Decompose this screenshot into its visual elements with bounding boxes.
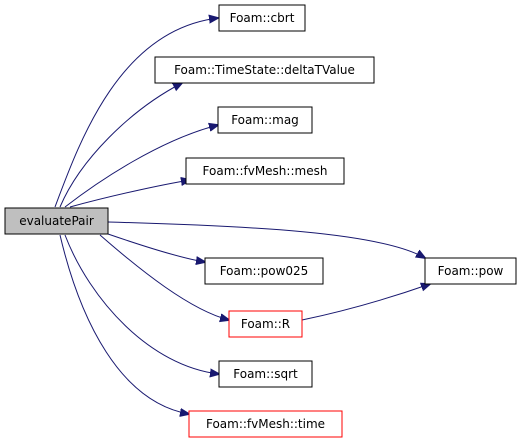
node-pow025[interactable]: Foam::pow025 — [204, 257, 324, 285]
edge-evaluatePair-to-deltaTValue — [59, 83, 182, 208]
node-time[interactable]: Foam::fvMesh::time — [188, 410, 343, 438]
node-box — [424, 257, 517, 285]
node-cbrt[interactable]: Foam::cbrt — [218, 4, 306, 32]
node-label: Foam::cbrt — [230, 11, 295, 25]
edge-evaluatePair-to-R — [99, 234, 229, 320]
edge-evaluatePair-to-mag — [64, 125, 218, 208]
node-label: Foam::pow025 — [220, 264, 309, 278]
node-box — [185, 157, 345, 185]
node-label: Foam::fvMesh::time — [206, 417, 325, 431]
node-pow[interactable]: Foam::pow — [424, 257, 517, 285]
node-box — [218, 360, 313, 388]
edges-layer — [54, 18, 430, 414]
node-box — [188, 410, 343, 438]
node-box — [204, 257, 324, 285]
edge-evaluatePair-to-pow — [107, 221, 425, 258]
edge-evaluatePair-to-time — [59, 234, 189, 414]
node-box — [217, 106, 313, 134]
node-sqrt[interactable]: Foam::sqrt — [218, 360, 313, 388]
node-mag[interactable]: Foam::mag — [217, 106, 313, 134]
node-box — [154, 56, 375, 84]
node-box — [218, 4, 306, 32]
node-evaluatePair[interactable]: evaluatePair — [4, 207, 109, 235]
edge-R-to-pow — [301, 284, 430, 321]
node-label: Foam::sqrt — [233, 367, 298, 381]
node-label: Foam::pow — [438, 264, 504, 278]
node-R[interactable]: Foam::R — [228, 310, 303, 338]
edge-evaluatePair-to-mesh — [69, 180, 190, 208]
edge-evaluatePair-to-pow025 — [107, 233, 205, 262]
node-box — [4, 207, 109, 235]
node-label: evaluatePair — [19, 214, 94, 228]
edge-evaluatePair-to-cbrt — [54, 18, 218, 208]
node-label: Foam::TimeState::deltaTValue — [174, 63, 355, 77]
node-deltaTValue[interactable]: Foam::TimeState::deltaTValue — [154, 56, 375, 84]
node-label: Foam::R — [241, 317, 290, 331]
node-box — [228, 310, 303, 338]
edge-evaluatePair-to-sqrt — [64, 234, 219, 374]
node-mesh[interactable]: Foam::fvMesh::mesh — [185, 157, 345, 185]
nodes-layer: evaluatePair Foam::cbrtFoam::TimeState::d… — [4, 4, 517, 438]
node-label: Foam::fvMesh::mesh — [203, 164, 328, 178]
node-label: Foam::mag — [231, 113, 299, 127]
